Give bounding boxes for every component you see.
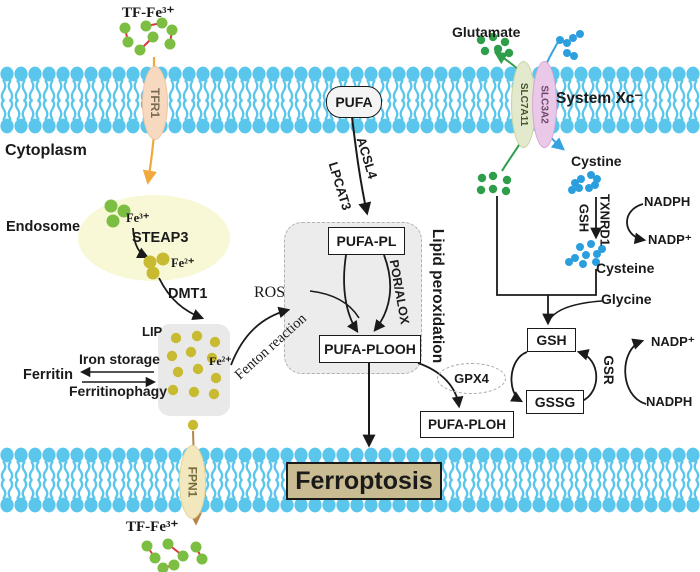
lip-label: LIP bbox=[142, 324, 163, 339]
pufa-pl-label: PUFA-PL bbox=[336, 233, 397, 249]
tf-fe-top-label: TF-Fe³⁺ bbox=[122, 5, 175, 21]
cytoplasm-label: Cytoplasm bbox=[5, 142, 87, 159]
fpn1-transporter: FPN1 bbox=[179, 445, 206, 519]
gssg-box: GSSG bbox=[526, 390, 584, 414]
nadp-upper-label: NADP⁺ bbox=[648, 232, 692, 247]
lipid-peroxidation-label: Lipid peroxidation bbox=[428, 228, 446, 364]
pufa-pill: PUFA bbox=[326, 86, 382, 118]
txnrd1-label: TXNRD1 bbox=[597, 193, 613, 247]
tfr1-transporter: TFR1 bbox=[142, 66, 168, 140]
pufa-plooh-label: PUFA-PLOOH bbox=[324, 341, 416, 357]
pufa-pl-left-arrow bbox=[343, 254, 359, 333]
gsr-nadph-arc bbox=[624, 338, 647, 405]
cystine-label: Cystine bbox=[571, 153, 622, 169]
gsh-box-label: GSH bbox=[536, 332, 567, 348]
pufa-pl-box: PUFA-PL bbox=[328, 227, 405, 255]
gsh-reduction-label: GSH bbox=[576, 203, 592, 233]
fenton-reaction-arrow bbox=[230, 306, 291, 366]
ferroptosis-label: Ferroptosis bbox=[295, 466, 433, 495]
iron-storage-label: Iron storage bbox=[79, 351, 160, 367]
txnrd1-nadph-arc bbox=[626, 203, 647, 245]
tfr1-label: TFR1 bbox=[148, 88, 162, 118]
gssg-to-gsh-arc bbox=[576, 349, 598, 402]
pufa-import-arrow bbox=[351, 116, 372, 216]
fpn1-label: FPN1 bbox=[185, 466, 200, 498]
gsh-synthesis-lines bbox=[496, 196, 597, 296]
steap3-arrow bbox=[132, 227, 150, 259]
pufa-ploh-label: PUFA-PLOH bbox=[427, 417, 506, 432]
glycine-curve bbox=[549, 300, 603, 320]
slc3a2-transporter: SLC3A2 bbox=[532, 61, 557, 148]
ros-label: ROS bbox=[254, 284, 286, 301]
endosome-label: Endosome bbox=[6, 219, 81, 235]
ferroptosis-box: Ferroptosis bbox=[286, 462, 442, 500]
cysteine-label: Cysteine bbox=[596, 260, 655, 276]
slc7a11-label: SLC7A11 bbox=[518, 82, 530, 127]
gsh-box: GSH bbox=[527, 328, 576, 352]
fe2-label: Fe²⁺ bbox=[171, 256, 195, 270]
cystine-dots-extracellular bbox=[556, 30, 584, 60]
pufa-plooh-box: PUFA-PLOOH bbox=[319, 335, 421, 363]
steap3-label: STEAP3 bbox=[132, 230, 189, 246]
ros-curve bbox=[309, 290, 360, 319]
dmt1-label: DMT1 bbox=[168, 286, 208, 302]
nadph-upper-label: NADPH bbox=[644, 194, 691, 209]
dmt1-arrow bbox=[158, 277, 205, 321]
ferritinophagy-label: Ferritinophagy bbox=[69, 383, 168, 399]
glutamate-dots-extracellular bbox=[476, 32, 514, 58]
lip-fe2-label: Fe²⁺ bbox=[209, 354, 232, 368]
tf-fe-bottom-label: TF-Fe³⁺ bbox=[126, 519, 179, 535]
ferritin-label: Ferritin bbox=[23, 367, 73, 383]
lip-fe2-dots bbox=[166, 330, 222, 431]
endosome-fe2-dots bbox=[143, 252, 170, 280]
glutamate-dots-cytosol bbox=[476, 171, 512, 196]
cystine-dots-cytosol bbox=[568, 171, 601, 194]
glutamate-label: Glutamate bbox=[452, 24, 521, 40]
system-xc-label: System Xc⁻ bbox=[556, 90, 643, 107]
pufa-label: PUFA bbox=[335, 94, 373, 110]
gpx4-ellipse: GPX4 bbox=[437, 363, 506, 394]
slc3a2-label: SLC3A2 bbox=[539, 85, 551, 124]
glycine-label: Glycine bbox=[601, 291, 652, 307]
tf-fe-bottom-molecules bbox=[141, 538, 208, 572]
gsr-label: GSR bbox=[600, 355, 616, 385]
gsh-to-gssg-arc bbox=[509, 351, 528, 403]
pufa-pl-right-arrow bbox=[373, 254, 392, 332]
fe3-label: Fe³⁺ bbox=[126, 211, 150, 225]
gpx4-label: GPX4 bbox=[454, 371, 489, 386]
nadp-lower-label: NADP⁺ bbox=[651, 334, 695, 349]
tf-fe-top-molecules bbox=[119, 17, 178, 56]
cysteine-dots bbox=[565, 240, 606, 268]
gssg-box-label: GSSG bbox=[534, 394, 576, 410]
pufa-ploh-box: PUFA-PLOH bbox=[420, 411, 514, 438]
nadph-lower-label: NADPH bbox=[646, 394, 693, 409]
endosome-fe3-dots bbox=[104, 199, 131, 228]
